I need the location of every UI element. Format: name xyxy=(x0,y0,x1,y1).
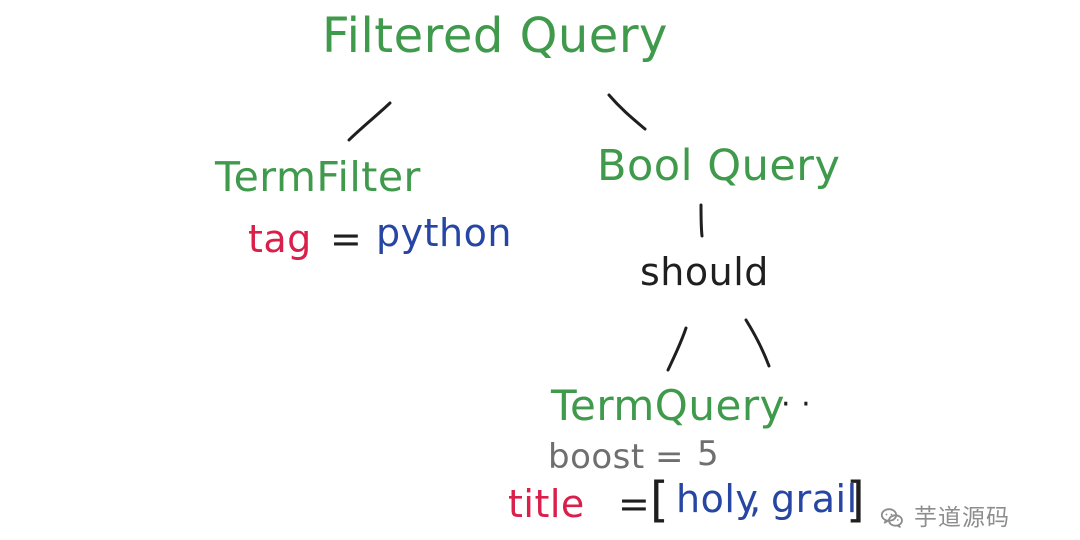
term-query-value-grail: grail xyxy=(771,477,858,521)
term-query-close-bracket: ] xyxy=(846,472,866,528)
term-filter-title: TermFilter xyxy=(215,153,421,201)
term-query-operator: = xyxy=(618,482,651,526)
term-filter-operator: = xyxy=(330,217,363,261)
term-query-open-bracket: [ xyxy=(650,472,670,528)
should-clause-label: should xyxy=(640,250,769,294)
edge-should-more xyxy=(744,318,771,368)
boost-operator: = xyxy=(655,437,684,477)
term-query-value-holy: holy xyxy=(676,477,759,521)
filtered-query-title: Filtered Query xyxy=(322,8,668,64)
term-filter-field: tag xyxy=(248,217,312,261)
edge-boolquery-should xyxy=(699,203,704,238)
edge-root-boolquery xyxy=(607,93,647,131)
term-filter-value: python xyxy=(376,211,512,255)
more-children-ellipsis: · · xyxy=(781,387,812,422)
term-query-title: TermQuery xyxy=(551,381,785,430)
boost-value: 5 xyxy=(697,434,720,474)
edge-root-termfilter xyxy=(347,101,392,142)
bool-query-title: Bool Query xyxy=(597,141,841,191)
watermark: 芋道源码 xyxy=(878,504,1010,532)
edge-should-termquery xyxy=(666,326,688,372)
term-query-separator: , xyxy=(749,477,762,521)
watermark-text: 芋道源码 xyxy=(914,504,1010,531)
term-query-field: title xyxy=(508,482,585,526)
wechat-icon xyxy=(880,508,903,528)
boost-label: boost xyxy=(548,437,645,477)
